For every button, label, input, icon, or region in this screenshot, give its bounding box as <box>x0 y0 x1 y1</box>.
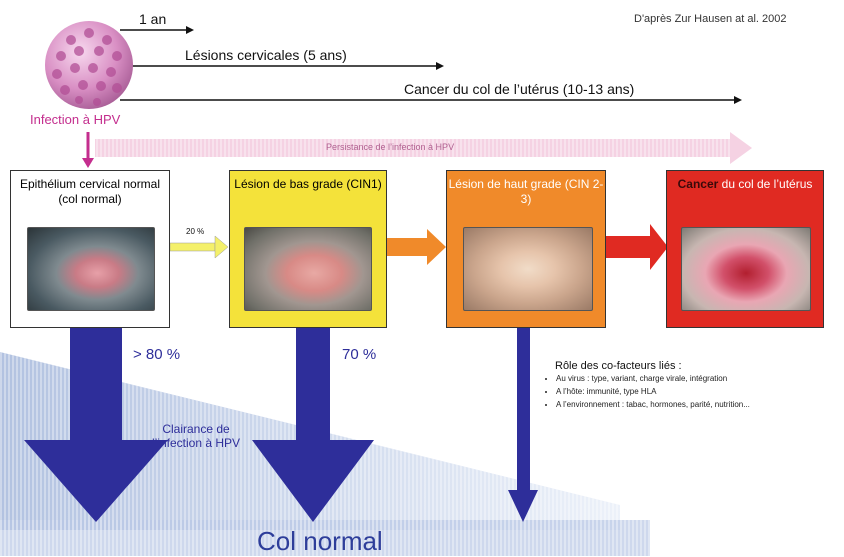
clearance-arrow-3 <box>508 328 538 522</box>
clearance-arrow-1 <box>24 328 168 522</box>
stage-low-grade: Lésion de bas grade (CIN1) <box>229 170 387 328</box>
timeline-lesions: Lésions cervicales (5 ans) <box>185 47 347 63</box>
stage-cancer-title-rest: du col de l’utérus <box>718 177 813 191</box>
cofactors-list: Au virus : type, variant, charge virale,… <box>540 374 841 413</box>
colposcopy-image-low-grade <box>244 227 372 311</box>
stage-cancer-title-strong: Cancer <box>677 177 719 191</box>
cofactor-item: Au virus : type, variant, charge virale,… <box>556 374 841 384</box>
infection-label: Infection à HPV <box>30 112 121 127</box>
stage-normal: Epithélium cervical normal (col normal) <box>10 170 170 328</box>
colposcopy-image-high-grade <box>463 227 593 311</box>
stage-arrow-1 <box>169 235 229 259</box>
stage-normal-title: Epithélium cervical normal (col normal) <box>19 177 161 206</box>
clearance-pct-2: 70 % <box>342 346 377 363</box>
cofactor-item: A l’environnement : tabac, hormones, par… <box>556 400 841 410</box>
colposcopy-image-normal <box>27 227 155 311</box>
hpv-virus-icon <box>41 18 137 112</box>
clearance-pct-1: > 80 % <box>133 346 181 363</box>
infection-down-arrow <box>82 132 94 168</box>
stage-high-grade: Lésion de haut grade (CIN 2-3) <box>446 170 606 328</box>
timeline-arrows <box>120 26 742 104</box>
col-normal-label: Col normal <box>257 526 383 556</box>
timeline-1an: 1 an <box>139 11 167 27</box>
persistence-label: Persistance de l’infection à HPV <box>326 142 455 152</box>
clearance-label: Clairance de l’infection à HPV <box>151 422 241 450</box>
stage-arrow-2 <box>387 229 446 265</box>
timeline-cancer: Cancer du col de l’utérus (10-13 ans) <box>404 81 635 97</box>
stage-cancer: Cancer du col de l’utérus <box>666 170 824 328</box>
colposcopy-image-cancer <box>681 227 811 311</box>
stage-low-grade-title: Lésion de bas grade (CIN1) <box>234 177 382 191</box>
stage-arrow-3 <box>605 224 668 270</box>
cofactor-item: A l’hôte: immunité, type HLA <box>556 387 841 397</box>
progression-pct: 20 % <box>186 227 205 236</box>
clearance-arrow-2 <box>252 328 374 522</box>
cofactors-title: Rôle des co-facteurs liés : <box>555 360 682 372</box>
stage-cancer-title: Cancer du col de l’utérus <box>667 177 823 192</box>
source-note: D'après Zur Hausen at al. 2002 <box>634 13 787 25</box>
stage-high-grade-title: Lésion de haut grade (CIN 2-3) <box>448 177 604 206</box>
